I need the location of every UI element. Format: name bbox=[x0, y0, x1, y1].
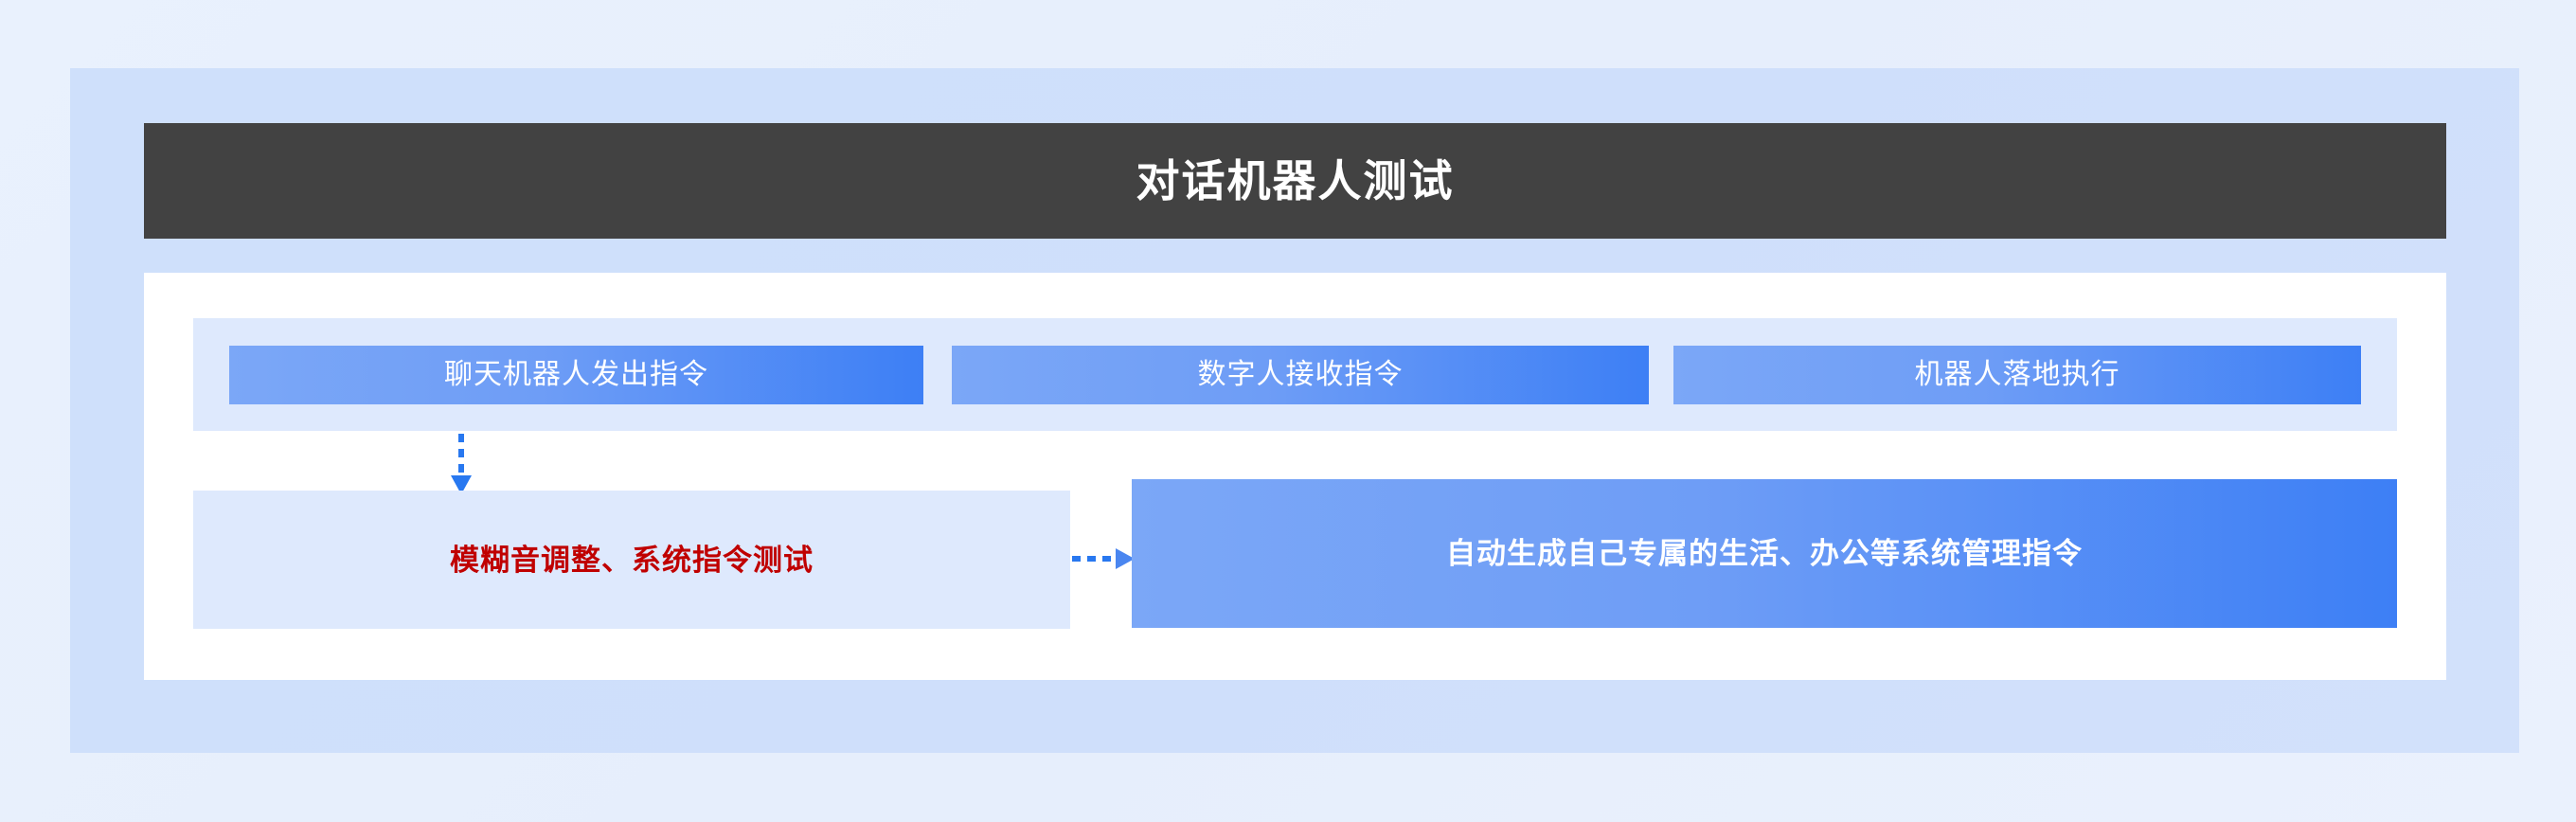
step-box-chatbot-command[interactable]: 聊天机器人发出指令 bbox=[229, 346, 923, 404]
result-output-label: 自动生成自己专属的生活、办公等系统管理指令 bbox=[1446, 537, 2083, 570]
step-label-1: 聊天机器人发出指令 bbox=[444, 359, 708, 390]
result-output-block[interactable]: 自动生成自己专属的生活、办公等系统管理指令 bbox=[1132, 479, 2397, 628]
header-bar: 对话机器人测试 bbox=[144, 123, 2446, 239]
content-panel: 聊天机器人发出指令 数字人接收指令 机器人落地执行 模糊音调整、系统指令测试 自… bbox=[144, 273, 2446, 680]
result-test-block[interactable]: 模糊音调整、系统指令测试 bbox=[193, 491, 1070, 629]
step-label-3: 机器人落地执行 bbox=[1914, 359, 2120, 390]
arrow-right-icon bbox=[1072, 548, 1135, 569]
step-label-2: 数字人接收指令 bbox=[1197, 359, 1404, 390]
page-title: 对话机器人测试 bbox=[1136, 156, 1455, 206]
result-test-label: 模糊音调整、系统指令测试 bbox=[450, 543, 814, 577]
step-box-robot-execute[interactable]: 机器人落地执行 bbox=[1673, 346, 2361, 404]
steps-band: 聊天机器人发出指令 数字人接收指令 机器人落地执行 bbox=[193, 318, 2397, 431]
step-box-digital-human-receive[interactable]: 数字人接收指令 bbox=[952, 346, 1649, 404]
arrow-down-icon bbox=[451, 434, 472, 494]
